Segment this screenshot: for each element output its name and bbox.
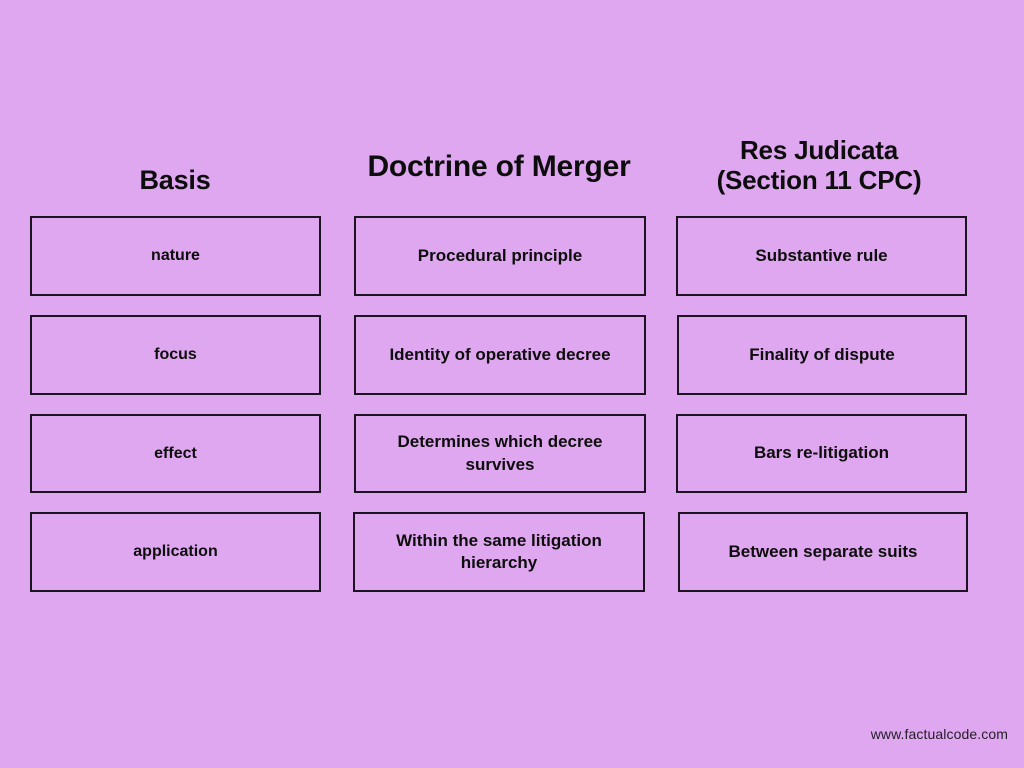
- table-cell: nature: [30, 216, 321, 296]
- table-cell: Between separate suits: [678, 512, 968, 592]
- table-cell: Within the same litigation hierarchy: [353, 512, 645, 592]
- site-watermark: www.factualcode.com: [870, 726, 1008, 742]
- table-cell: Substantive rule: [676, 216, 967, 296]
- table-cell: Identity of operative decree: [354, 315, 646, 395]
- table-cell: effect: [30, 414, 321, 493]
- table-cell: Determines which decree survives: [354, 414, 646, 493]
- table-cell: Procedural principle: [354, 216, 646, 296]
- column-header-doctrine-of-merger: Doctrine of Merger: [367, 150, 631, 183]
- table-cell: focus: [30, 315, 321, 395]
- column-header-res-judicata: Res Judicata (Section 11 CPC): [672, 135, 966, 196]
- table-cell: Finality of dispute: [677, 315, 967, 395]
- column-header-res-judicata-line2: (Section 11 CPC): [716, 164, 922, 195]
- table-cell: application: [30, 512, 321, 592]
- column-header-res-judicata-line1: Res Judicata: [739, 135, 898, 165]
- column-header-basis: Basis: [139, 165, 211, 195]
- table-cell: Bars re-litigation: [676, 414, 967, 493]
